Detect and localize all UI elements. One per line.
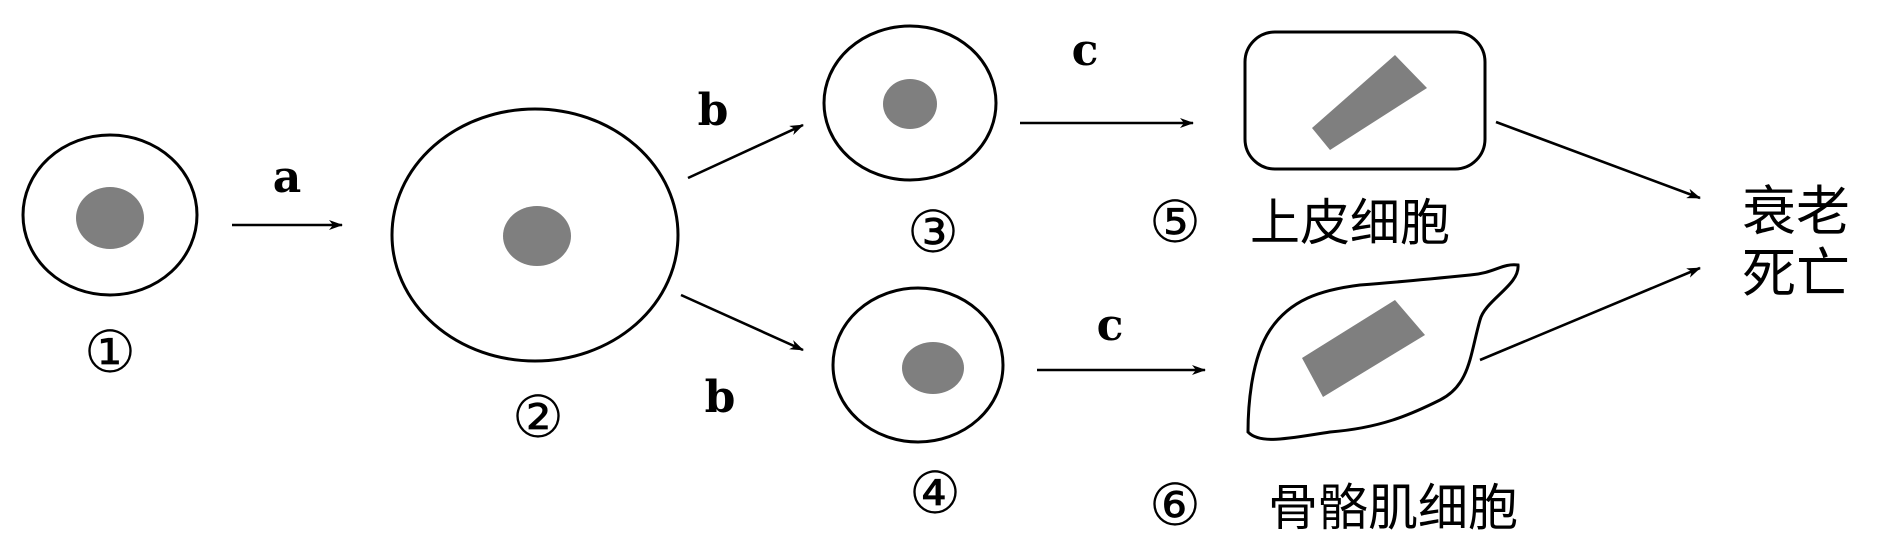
process-b-top-label: b bbox=[698, 85, 729, 136]
cell-1 bbox=[21, 133, 199, 297]
cell-5-label: ⑤ bbox=[1149, 188, 1201, 256]
epithelial-cell-label: 上皮细胞 bbox=[1250, 194, 1450, 252]
skeletal-muscle-cell bbox=[1246, 263, 1520, 441]
cell-4 bbox=[831, 286, 1005, 444]
nucleus bbox=[503, 206, 571, 266]
arrow-b-top bbox=[687, 123, 804, 180]
epithelial-cell bbox=[1243, 30, 1487, 171]
cell-4-label: ④ bbox=[909, 459, 961, 527]
cell-2-label: ② bbox=[512, 383, 564, 451]
cell-3 bbox=[822, 24, 998, 182]
process-c-bottom-label: c bbox=[1097, 300, 1124, 351]
skeletal-muscle-cell-label: 骨骼肌细胞 bbox=[1268, 479, 1518, 537]
arrow-epithelial-to-aging bbox=[1495, 120, 1701, 200]
nucleus bbox=[1312, 55, 1427, 150]
arrow-b-bottom bbox=[680, 293, 804, 352]
nucleus bbox=[1302, 300, 1425, 397]
process-a-label: a bbox=[273, 152, 302, 203]
arrow-muscle-to-aging bbox=[1479, 266, 1701, 362]
cell-2 bbox=[390, 107, 680, 363]
nucleus bbox=[902, 342, 964, 394]
cell-6-label: ⑥ bbox=[1149, 471, 1201, 538]
nucleus bbox=[76, 187, 144, 249]
aging-label: 衰老 bbox=[1742, 180, 1850, 243]
cell-1-label: ① bbox=[84, 318, 136, 386]
death-label: 死亡 bbox=[1742, 242, 1850, 305]
process-c-top-label: c bbox=[1072, 25, 1099, 76]
nucleus bbox=[883, 79, 937, 129]
process-b-bottom-label: b bbox=[705, 372, 736, 423]
cell-3-label: ③ bbox=[907, 198, 959, 266]
